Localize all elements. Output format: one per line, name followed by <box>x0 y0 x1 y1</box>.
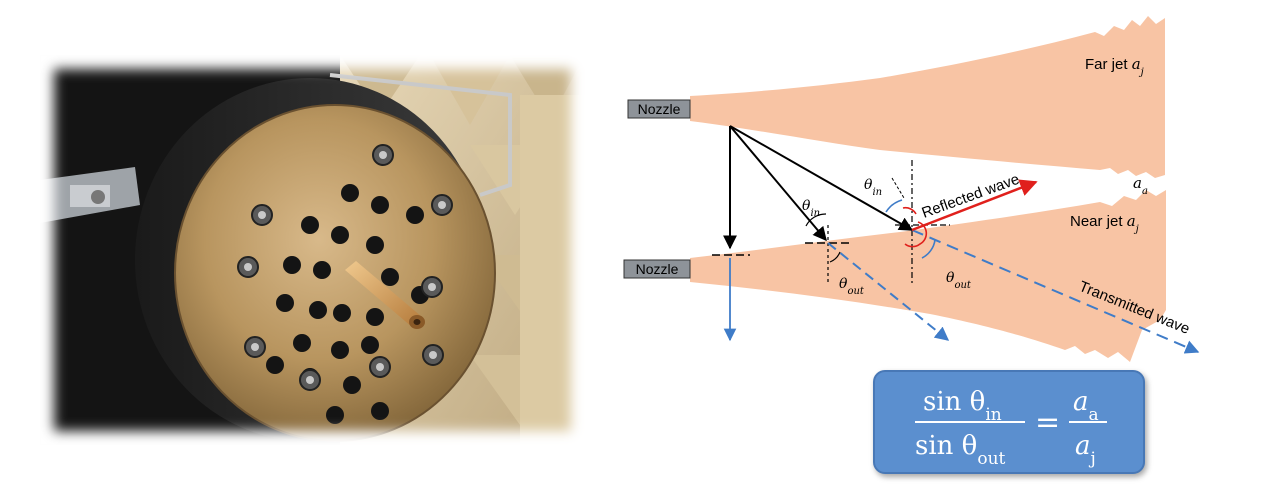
nozzle-top: Nozzle <box>627 99 691 119</box>
mounting-screws <box>237 144 453 391</box>
theta-out-arc-shallow <box>921 239 936 259</box>
reflected-ray <box>911 179 1038 232</box>
nozzle-face-plate <box>175 105 495 441</box>
transmitted-ray-mid <box>827 242 950 341</box>
nozzle-hole <box>366 236 384 254</box>
nozzle-hole <box>361 336 379 354</box>
near-jet-plume <box>690 190 1166 362</box>
wire <box>329 73 512 197</box>
nozzle-hole <box>366 308 384 326</box>
mounting-rail <box>40 167 140 223</box>
mount-screw-head <box>429 351 437 359</box>
far-jet-label: Far jet aj <box>1085 55 1144 78</box>
ambient-speed-label: aa <box>1133 174 1148 197</box>
theta-in-label-mid: θin <box>802 198 820 219</box>
formula-equals: = <box>1035 405 1060 440</box>
photo-svg <box>26 41 599 459</box>
formula-svg: sin θin sin θout = aa aj <box>915 387 1107 469</box>
theta-in-label-shallow: θin <box>864 177 882 198</box>
nozzle-hole <box>276 294 294 312</box>
center-nozzle-tube <box>345 261 425 329</box>
nozzle-hole <box>333 304 351 322</box>
mount-screw-head <box>379 151 387 159</box>
nozzle-top-label: Nozzle <box>638 101 681 117</box>
incident-ray-mid <box>729 125 827 242</box>
mount-screw-head <box>376 363 384 371</box>
transmitted-ray-shallow <box>911 229 1200 354</box>
nozzle-hole <box>313 261 331 279</box>
nozzle-hole <box>331 341 349 359</box>
nozzle-holes <box>266 184 429 424</box>
mount-screw-head <box>428 283 436 291</box>
mount-screw-head <box>258 211 266 219</box>
nozzle-hole <box>309 301 327 319</box>
nozzle-hole <box>326 406 344 424</box>
mount-screw-head <box>306 376 314 384</box>
diagram-svg: Nozzle Nozzle Far jet aj aa N <box>623 16 1200 362</box>
reflection-arc-top <box>902 206 917 215</box>
reflected-wave-label: Reflected wave <box>920 171 1022 222</box>
nozzle-hole <box>371 402 389 420</box>
nozzle-hole <box>301 216 319 234</box>
nozzle-bottom: Nozzle <box>623 259 691 279</box>
theta-in-arc-mid <box>805 213 827 227</box>
mount-screw-head <box>251 343 259 351</box>
nozzle-hole <box>371 196 389 214</box>
nozzle-hole <box>406 206 424 224</box>
reflection-arc-bottom <box>904 221 928 248</box>
theta-out-label-shallow: θout <box>946 270 972 291</box>
formula-numerator-right: aa <box>1073 387 1099 425</box>
theta-in-arc-shallow <box>885 199 903 213</box>
incident-ray-shallow <box>729 125 914 231</box>
nozzle-array-photo <box>26 41 599 459</box>
mount-screw-head <box>244 263 252 271</box>
mount-screw-head <box>438 201 446 209</box>
theta-out-label-mid: θout <box>839 276 865 297</box>
nozzle-hole <box>381 268 399 286</box>
nozzle-bottom-label: Nozzle <box>636 261 679 277</box>
nozzle-hole <box>343 376 361 394</box>
near-jet-label: Near jet aj <box>1070 212 1139 235</box>
nozzle-hole <box>341 184 359 202</box>
formula-denominator-left: sin θout <box>915 431 1006 469</box>
nozzle-hole <box>266 356 284 374</box>
wave-refraction-diagram: Nozzle Nozzle Far jet aj aa N <box>600 0 1277 493</box>
nozzle-hole <box>283 256 301 274</box>
formula-numerator-left: sin θin <box>923 387 1002 425</box>
snell-law-formula: sin θin sin θout = aa aj <box>873 370 1145 474</box>
normal-tick <box>891 177 905 199</box>
nozzle-hole <box>293 334 311 352</box>
theta-out-arc-mid <box>829 251 841 263</box>
formula-denominator-right: aj <box>1075 431 1096 469</box>
nozzle-hole <box>331 226 349 244</box>
far-jet-plume <box>690 16 1165 178</box>
